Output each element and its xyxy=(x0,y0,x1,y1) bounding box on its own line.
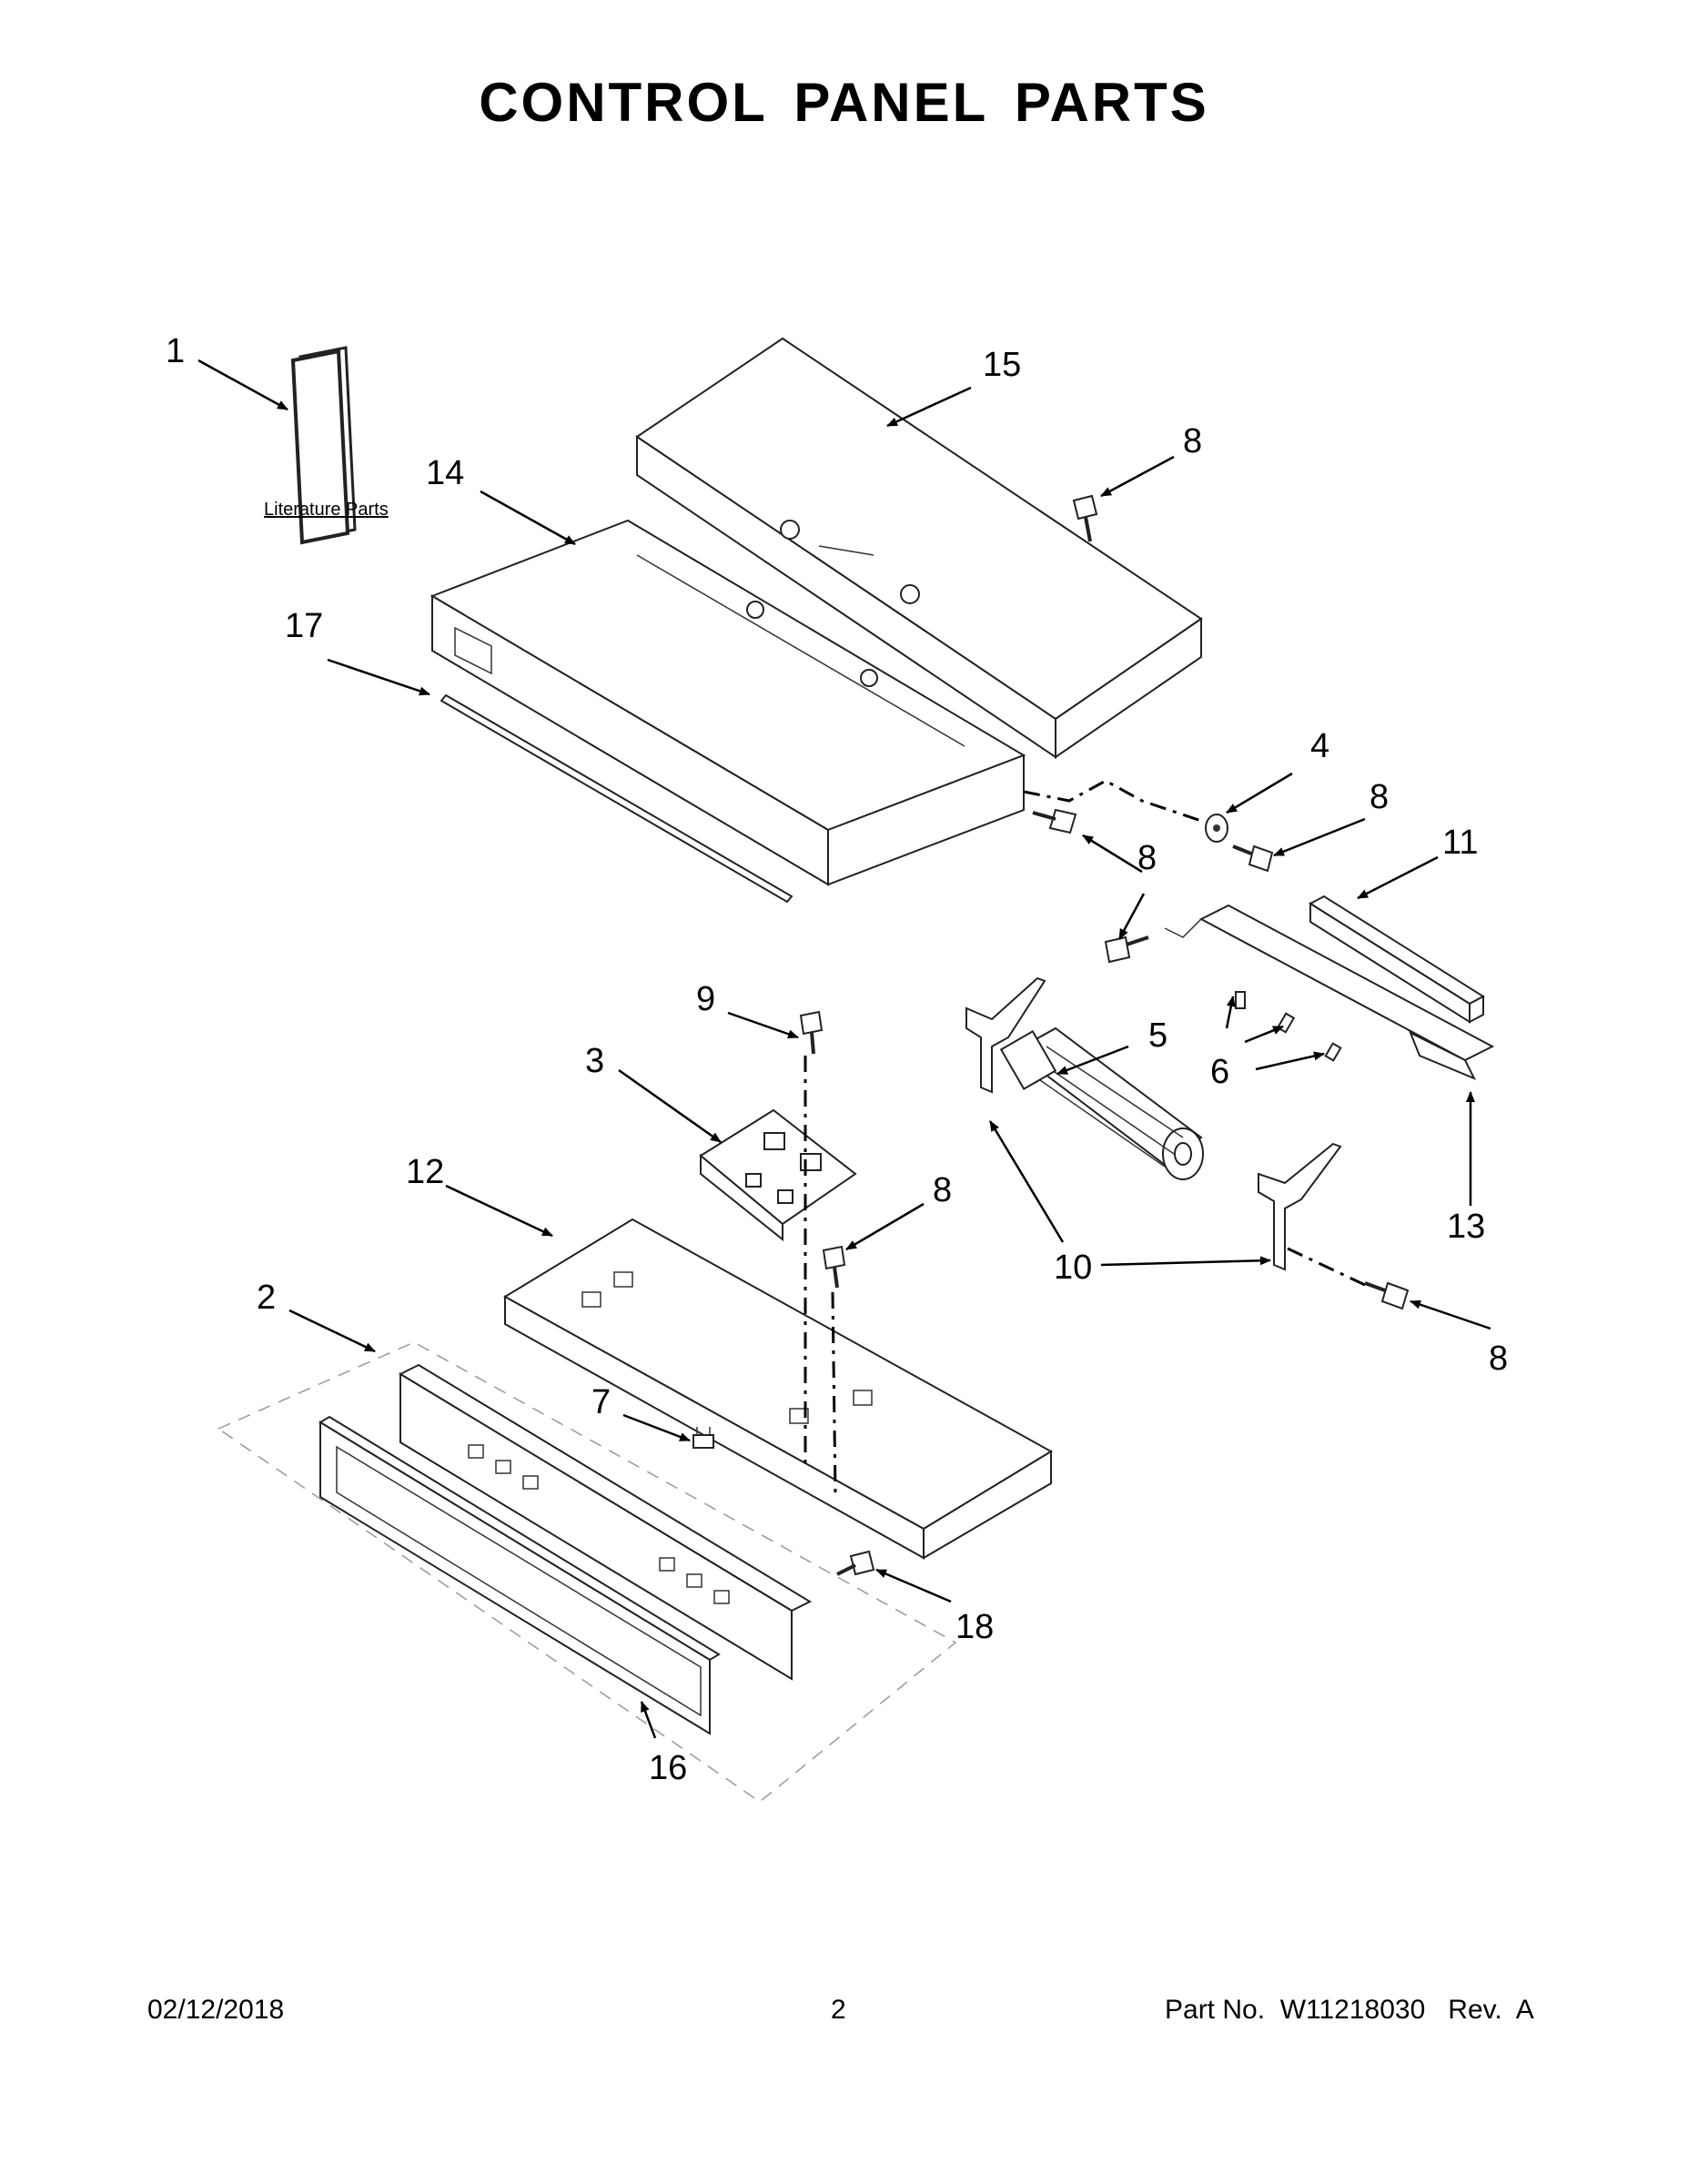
callout-8: 8 xyxy=(1489,1340,1508,1378)
callout-1: 1 xyxy=(166,332,185,370)
callout-16: 16 xyxy=(649,1749,687,1787)
page-title: CONTROL PANEL PARTS xyxy=(479,72,1209,133)
fan-bracket-right-part xyxy=(1258,1142,1342,1271)
screw-part-top xyxy=(1072,494,1098,542)
glass-touch-panel-part xyxy=(318,1415,721,1735)
callout-8: 8 xyxy=(1137,839,1157,877)
footer-page-number: 2 xyxy=(831,1995,846,2025)
switch-part xyxy=(692,1427,714,1449)
control-panel-tray-part xyxy=(503,1218,1053,1560)
callout-10: 10 xyxy=(1054,1249,1092,1287)
callout-14: 14 xyxy=(426,454,464,492)
callout-5: 5 xyxy=(1148,1016,1167,1055)
upper-cover-panel-part xyxy=(635,337,1203,759)
callout-12: 12 xyxy=(406,1153,444,1191)
callout-2: 2 xyxy=(257,1279,276,1317)
footer-part-number: Part No. W11218030 Rev. A xyxy=(1165,1995,1534,2025)
filler-strip-part xyxy=(1309,895,1485,1024)
front-screw-part xyxy=(836,1550,875,1576)
callout-15: 15 xyxy=(983,346,1021,384)
callout-4: 4 xyxy=(1310,727,1329,765)
callout-18: 18 xyxy=(955,1608,994,1646)
footer-date: 02/12/2018 xyxy=(147,1995,285,2025)
callout-8: 8 xyxy=(1183,422,1202,460)
callout-13: 13 xyxy=(1447,1208,1485,1246)
control-board-part xyxy=(699,1108,857,1242)
callout-8: 8 xyxy=(1370,778,1389,816)
callout-7: 7 xyxy=(591,1383,611,1421)
screw-part-fan-bracket xyxy=(1364,1281,1410,1310)
tangential-fan-part xyxy=(999,1026,1204,1180)
gasket-strip-part xyxy=(440,693,793,904)
screw-part-housing-side xyxy=(1032,808,1077,834)
literature-parts-label: Literature Parts xyxy=(264,500,389,520)
control-panel-housing-part xyxy=(430,519,1026,886)
fan-bracket-left-part xyxy=(965,976,1046,1094)
callout-8: 8 xyxy=(933,1171,952,1209)
mounting-bracket-part xyxy=(1164,904,1495,1080)
clip-parts xyxy=(1235,991,1342,1062)
screw-part-board xyxy=(822,1245,846,1289)
callout-9: 9 xyxy=(696,980,715,1018)
callout-17: 17 xyxy=(285,607,323,645)
console-back-panel-part xyxy=(398,1363,813,1681)
screw-part-bracket xyxy=(1104,935,1149,964)
washer-part xyxy=(1205,814,1228,843)
board-screw-part xyxy=(799,1010,824,1055)
callout-6: 6 xyxy=(1210,1053,1229,1091)
callout-3: 3 xyxy=(585,1042,604,1080)
callout-11: 11 xyxy=(1442,824,1478,862)
screw-part-washer xyxy=(1232,844,1274,873)
literature-parts-booklet: Literature Parts xyxy=(264,346,389,545)
